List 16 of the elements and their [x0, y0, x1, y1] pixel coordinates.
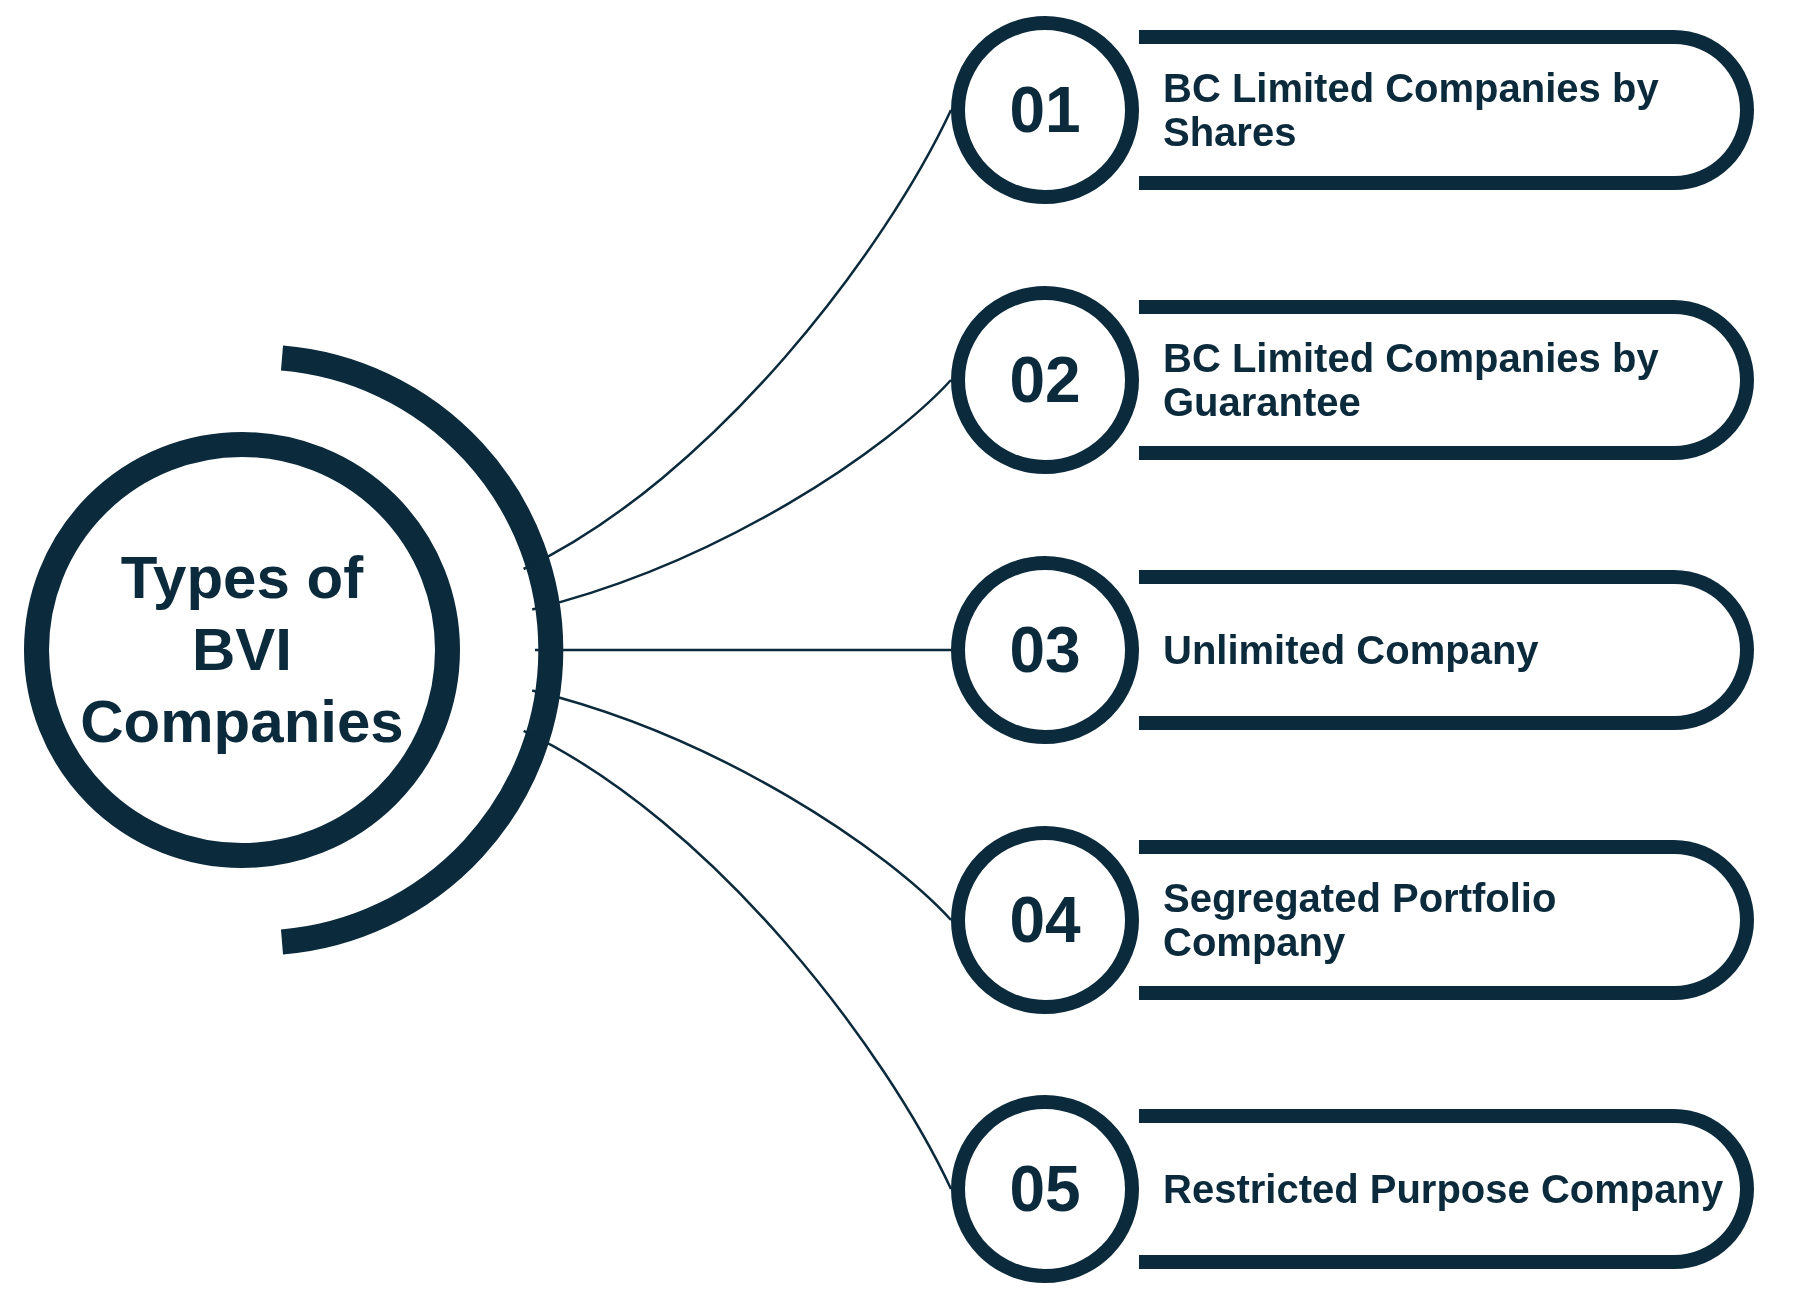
- item-label: Unlimited Company: [1163, 628, 1539, 672]
- center-title: Types of BVI Companies: [79, 543, 405, 757]
- item-label: Segregated Portfolio Company: [1163, 876, 1558, 964]
- connector-line: [523, 109, 953, 571]
- label-pill: [1139, 840, 1754, 1000]
- connector-line: [523, 729, 953, 1190]
- connector-line: [535, 648, 951, 652]
- item-label: BC Limited Companies by Shares: [1163, 66, 1660, 154]
- item-label: BC Limited Companies by Guarantee: [1163, 336, 1660, 424]
- connector-line: [531, 379, 952, 611]
- label-pill: [1139, 1109, 1754, 1269]
- label-pill: [1139, 570, 1754, 730]
- connector-line: [531, 689, 952, 921]
- item-label: Restricted Purpose Company: [1163, 1167, 1724, 1211]
- label-pill: [1139, 30, 1754, 190]
- label-pill: [1139, 300, 1754, 460]
